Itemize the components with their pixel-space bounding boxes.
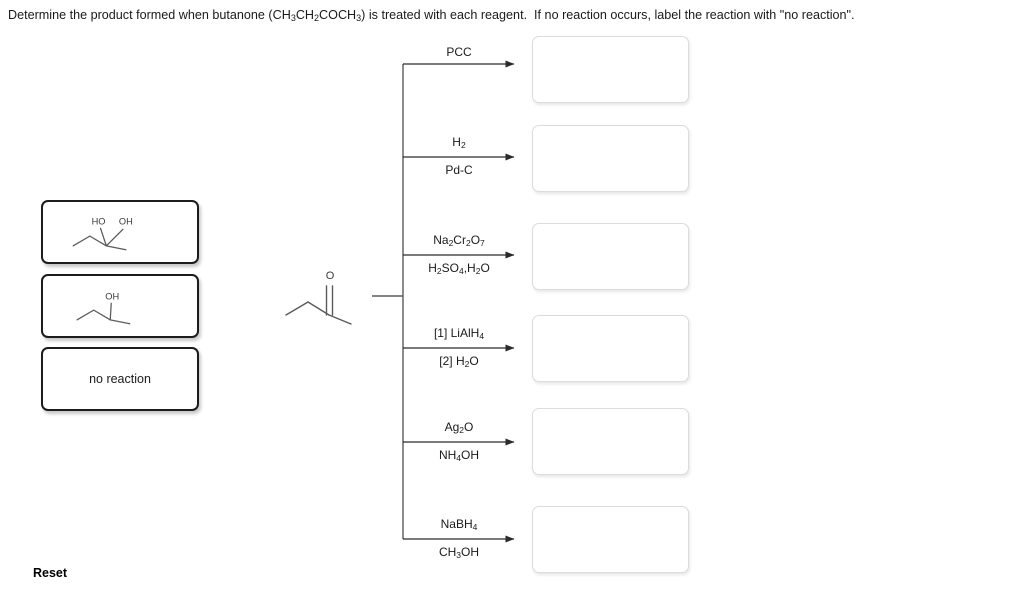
reagent-dichromate-above: Na2Cr2O7 [433, 233, 485, 248]
reset-button[interactable]: Reset [33, 566, 68, 580]
page-title: Determine the product formed when butano… [8, 8, 855, 23]
answer-box-dichromate[interactable] [532, 223, 689, 290]
option-card-butan-2-ol[interactable]: OH [41, 274, 199, 338]
reagent-nabh4-above: NaBH4 [440, 517, 478, 532]
reagent-lialh4-below: [2] H2O [439, 354, 479, 369]
label-oxygen: O [326, 270, 335, 282]
reagent-ag2o-below: NH4OH [438, 448, 480, 463]
answer-box-ag2o[interactable] [532, 408, 689, 475]
structure-butanone: O [285, 270, 352, 325]
answer-box-h2-pdc[interactable] [532, 125, 689, 192]
option-card-butane-2-2-diol[interactable]: HO OH [41, 200, 199, 264]
answer-box-lialh4[interactable] [532, 315, 689, 382]
option-label-no-reaction: no reaction [89, 372, 151, 386]
structure-butan-2-ol: OH [76, 291, 131, 325]
label-oh: OH [105, 291, 119, 301]
answer-box-pcc[interactable] [532, 36, 689, 103]
structure-butane-2-2-diol: HO OH [72, 216, 133, 251]
option-card-no-reaction[interactable]: no reaction [41, 347, 199, 411]
answer-box-nabh4[interactable] [532, 506, 689, 573]
reagent-pcc-above: PCC [446, 45, 472, 59]
reagent-lialh4-above: [1] LiAlH4 [433, 326, 485, 341]
reagent-dichromate-below: H2SO4,H2O [428, 261, 490, 276]
reagent-h2-pdc-below: Pd-C [445, 163, 473, 177]
label-oh: OH [119, 216, 133, 226]
label-ho: HO [92, 216, 106, 226]
reagent-nabh4-below: CH3OH [438, 545, 480, 560]
reagent-ag2o-above: Ag2O [444, 420, 474, 435]
reagent-h2-pdc-above: H2 [452, 135, 466, 150]
